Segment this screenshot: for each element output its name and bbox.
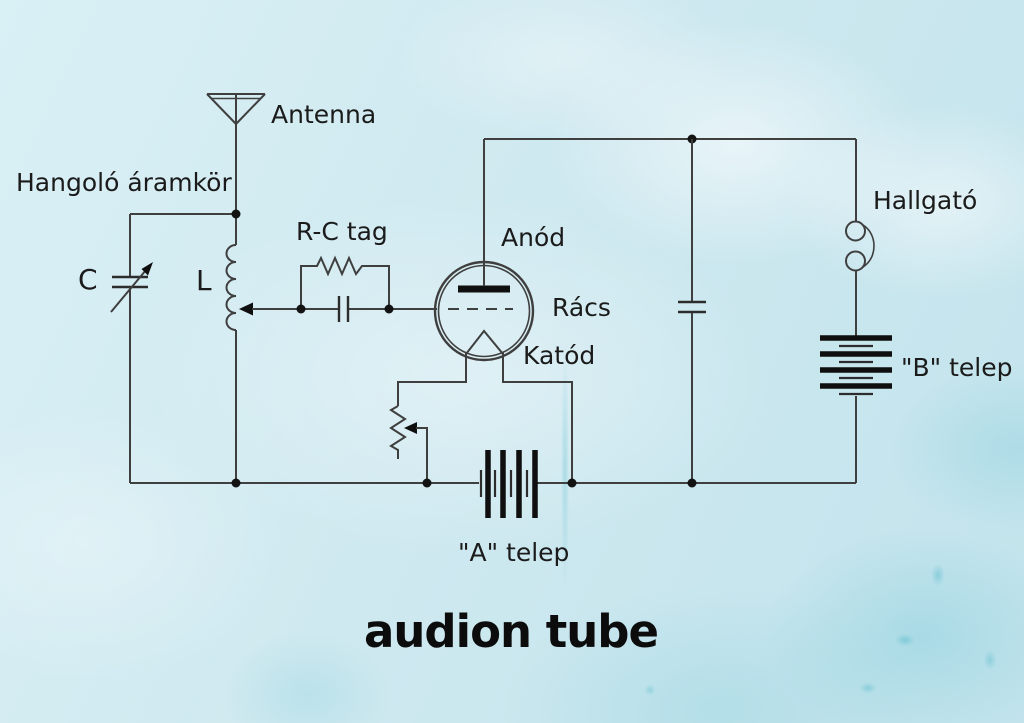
junction-dot-bottom-cathode	[567, 478, 577, 488]
tube-cathode-filament	[465, 329, 504, 355]
antenna-label: Antenna	[271, 100, 376, 129]
inductor-coil	[225, 244, 237, 331]
diagram-title: audion tube	[364, 605, 658, 658]
rheostat-wiper-arrowhead	[404, 422, 417, 434]
junction-dot-bottom-rheostat	[422, 478, 432, 488]
cap-c-arrow-shaft	[110, 269, 147, 313]
junction-dot-rc-left	[296, 304, 306, 314]
capacitor-label: C	[78, 263, 98, 296]
inductor-label: L	[196, 264, 212, 297]
cap-c-plates	[112, 275, 148, 289]
headphone-earpiece-top	[845, 220, 866, 242]
headphone-icon	[845, 220, 875, 272]
anode-label: Anód	[501, 223, 565, 252]
tuning-circuit-label: Hangoló áramkör	[16, 168, 232, 197]
cathode-label: Katód	[523, 341, 595, 370]
a-battery-long-plates	[485, 450, 538, 518]
b-battery-long-plates	[820, 335, 892, 389]
cathode-left-lead	[397, 352, 467, 406]
junction-dot-bottom-coil	[231, 478, 241, 488]
junction-dot-antenna	[231, 209, 241, 219]
a-battery-short-plates	[479, 470, 529, 497]
a-battery-label: "A" telep	[458, 538, 569, 567]
cap-c-arrowhead	[141, 262, 153, 276]
a-battery-icon	[479, 450, 538, 518]
rc-capacitor-plates	[337, 296, 350, 322]
cathode-right-lead	[502, 352, 573, 483]
antenna-triangle-sides	[206, 93, 266, 125]
rheostat-zigzag	[389, 405, 407, 459]
junction-dot-bottom-cap	[687, 478, 697, 488]
headphone-band-arc	[861, 223, 875, 269]
b-battery-icon	[820, 335, 892, 483]
b-battery-label: "B" telep	[901, 353, 1012, 382]
junction-dot-rc-right	[384, 304, 394, 314]
rc-element-label: R-C tag	[296, 217, 388, 246]
triode-tube-icon	[433, 139, 535, 362]
coil-tap-arrowhead	[239, 302, 253, 316]
rheostat-wiper-wire	[416, 427, 428, 483]
rc-element-icon	[296, 255, 394, 322]
bypass-capacitor-icon	[678, 139, 706, 483]
b-battery-short-plates	[839, 344, 873, 396]
inductor-icon	[225, 244, 237, 483]
bypass-cap-plates	[678, 300, 706, 314]
rheostat-icon	[389, 405, 428, 483]
grid-label: Rács	[552, 293, 611, 322]
variable-capacitor-icon	[110, 214, 153, 483]
antenna-icon	[206, 93, 266, 245]
headphones-label: Hallgató	[873, 186, 977, 215]
rc-resistor-loop	[300, 255, 390, 309]
